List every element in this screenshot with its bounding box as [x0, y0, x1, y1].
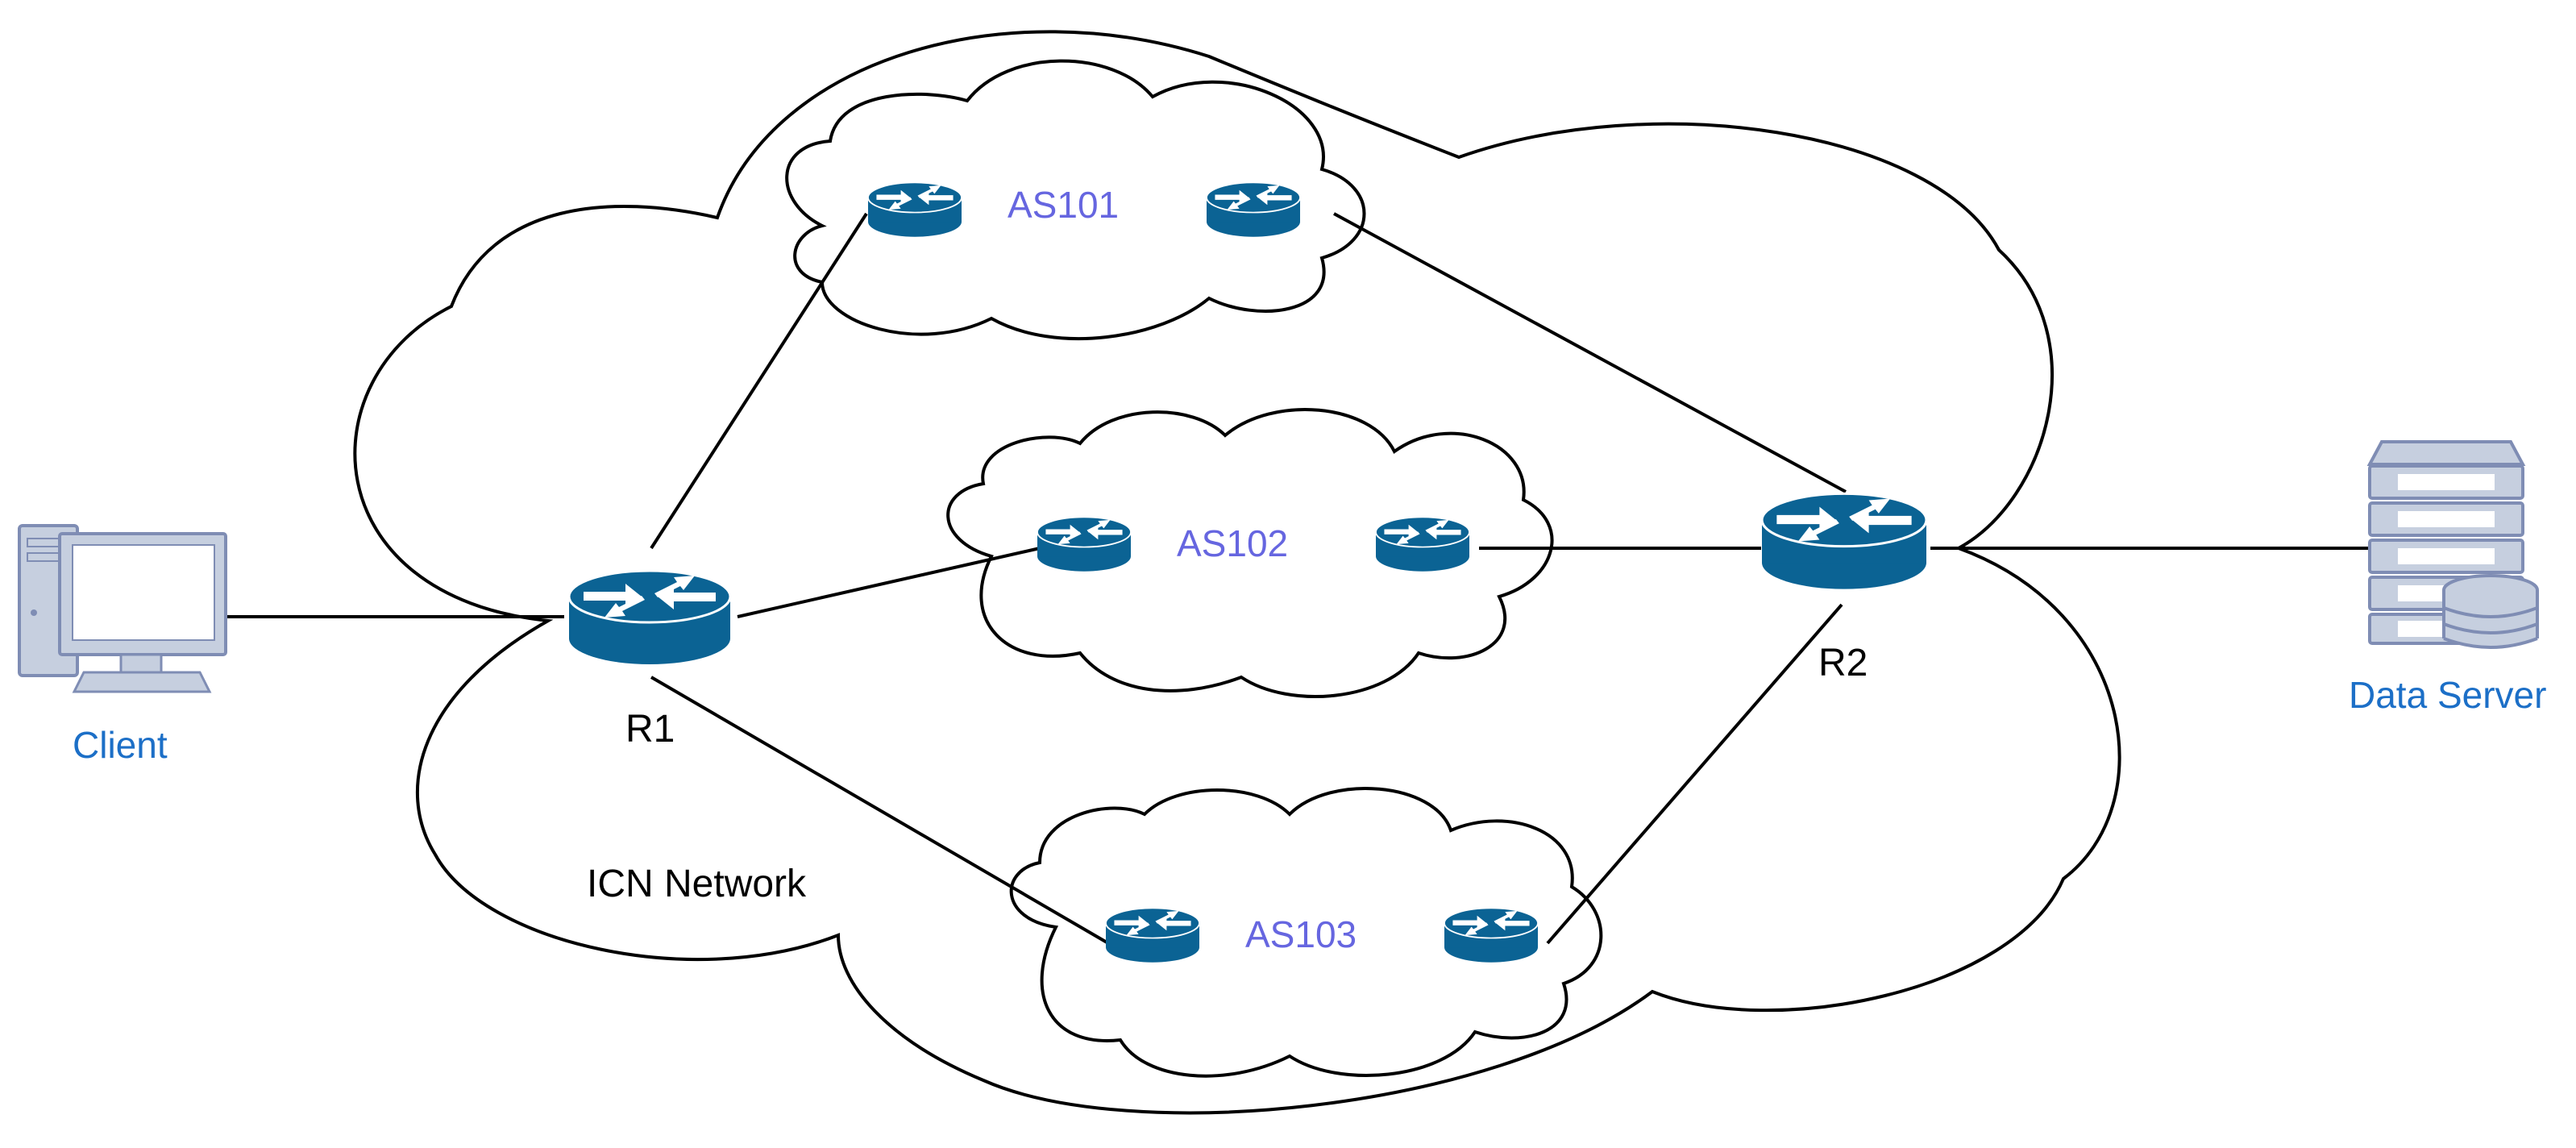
router-icon[interactable]	[1444, 907, 1539, 963]
r2-label: R2	[1818, 642, 1868, 684]
link-r1-as102	[737, 547, 1041, 618]
router-icon[interactable]	[1375, 516, 1470, 572]
r1-label: R1	[625, 708, 675, 751]
link-as103-r2	[1546, 603, 1843, 945]
desktop-computer-icon[interactable]	[18, 524, 227, 693]
router-icon[interactable]	[1037, 516, 1132, 572]
as103-cloud	[1009, 787, 1603, 1078]
as102-cloud	[946, 408, 1554, 698]
as103-label: AS103	[1245, 913, 1357, 955]
as102-label: AS102	[1177, 522, 1288, 564]
router-icon[interactable]	[1206, 181, 1301, 238]
link-as101-r2	[1333, 212, 1847, 493]
link-r1-as101	[650, 212, 868, 550]
router-icon[interactable]	[1105, 907, 1200, 963]
router-icon[interactable]	[867, 181, 962, 238]
as101-label: AS101	[1008, 184, 1119, 226]
network-label: ICN Network	[587, 863, 807, 905]
server-rack-database-icon[interactable]	[2366, 440, 2539, 649]
router-icon[interactable]	[567, 569, 732, 666]
router-icon[interactable]	[1760, 492, 1928, 591]
server-label: Data Server	[2349, 674, 2546, 716]
client-label: Client	[73, 724, 168, 766]
link-r1-as103	[650, 676, 1110, 945]
as101-cloud	[785, 59, 1366, 341]
